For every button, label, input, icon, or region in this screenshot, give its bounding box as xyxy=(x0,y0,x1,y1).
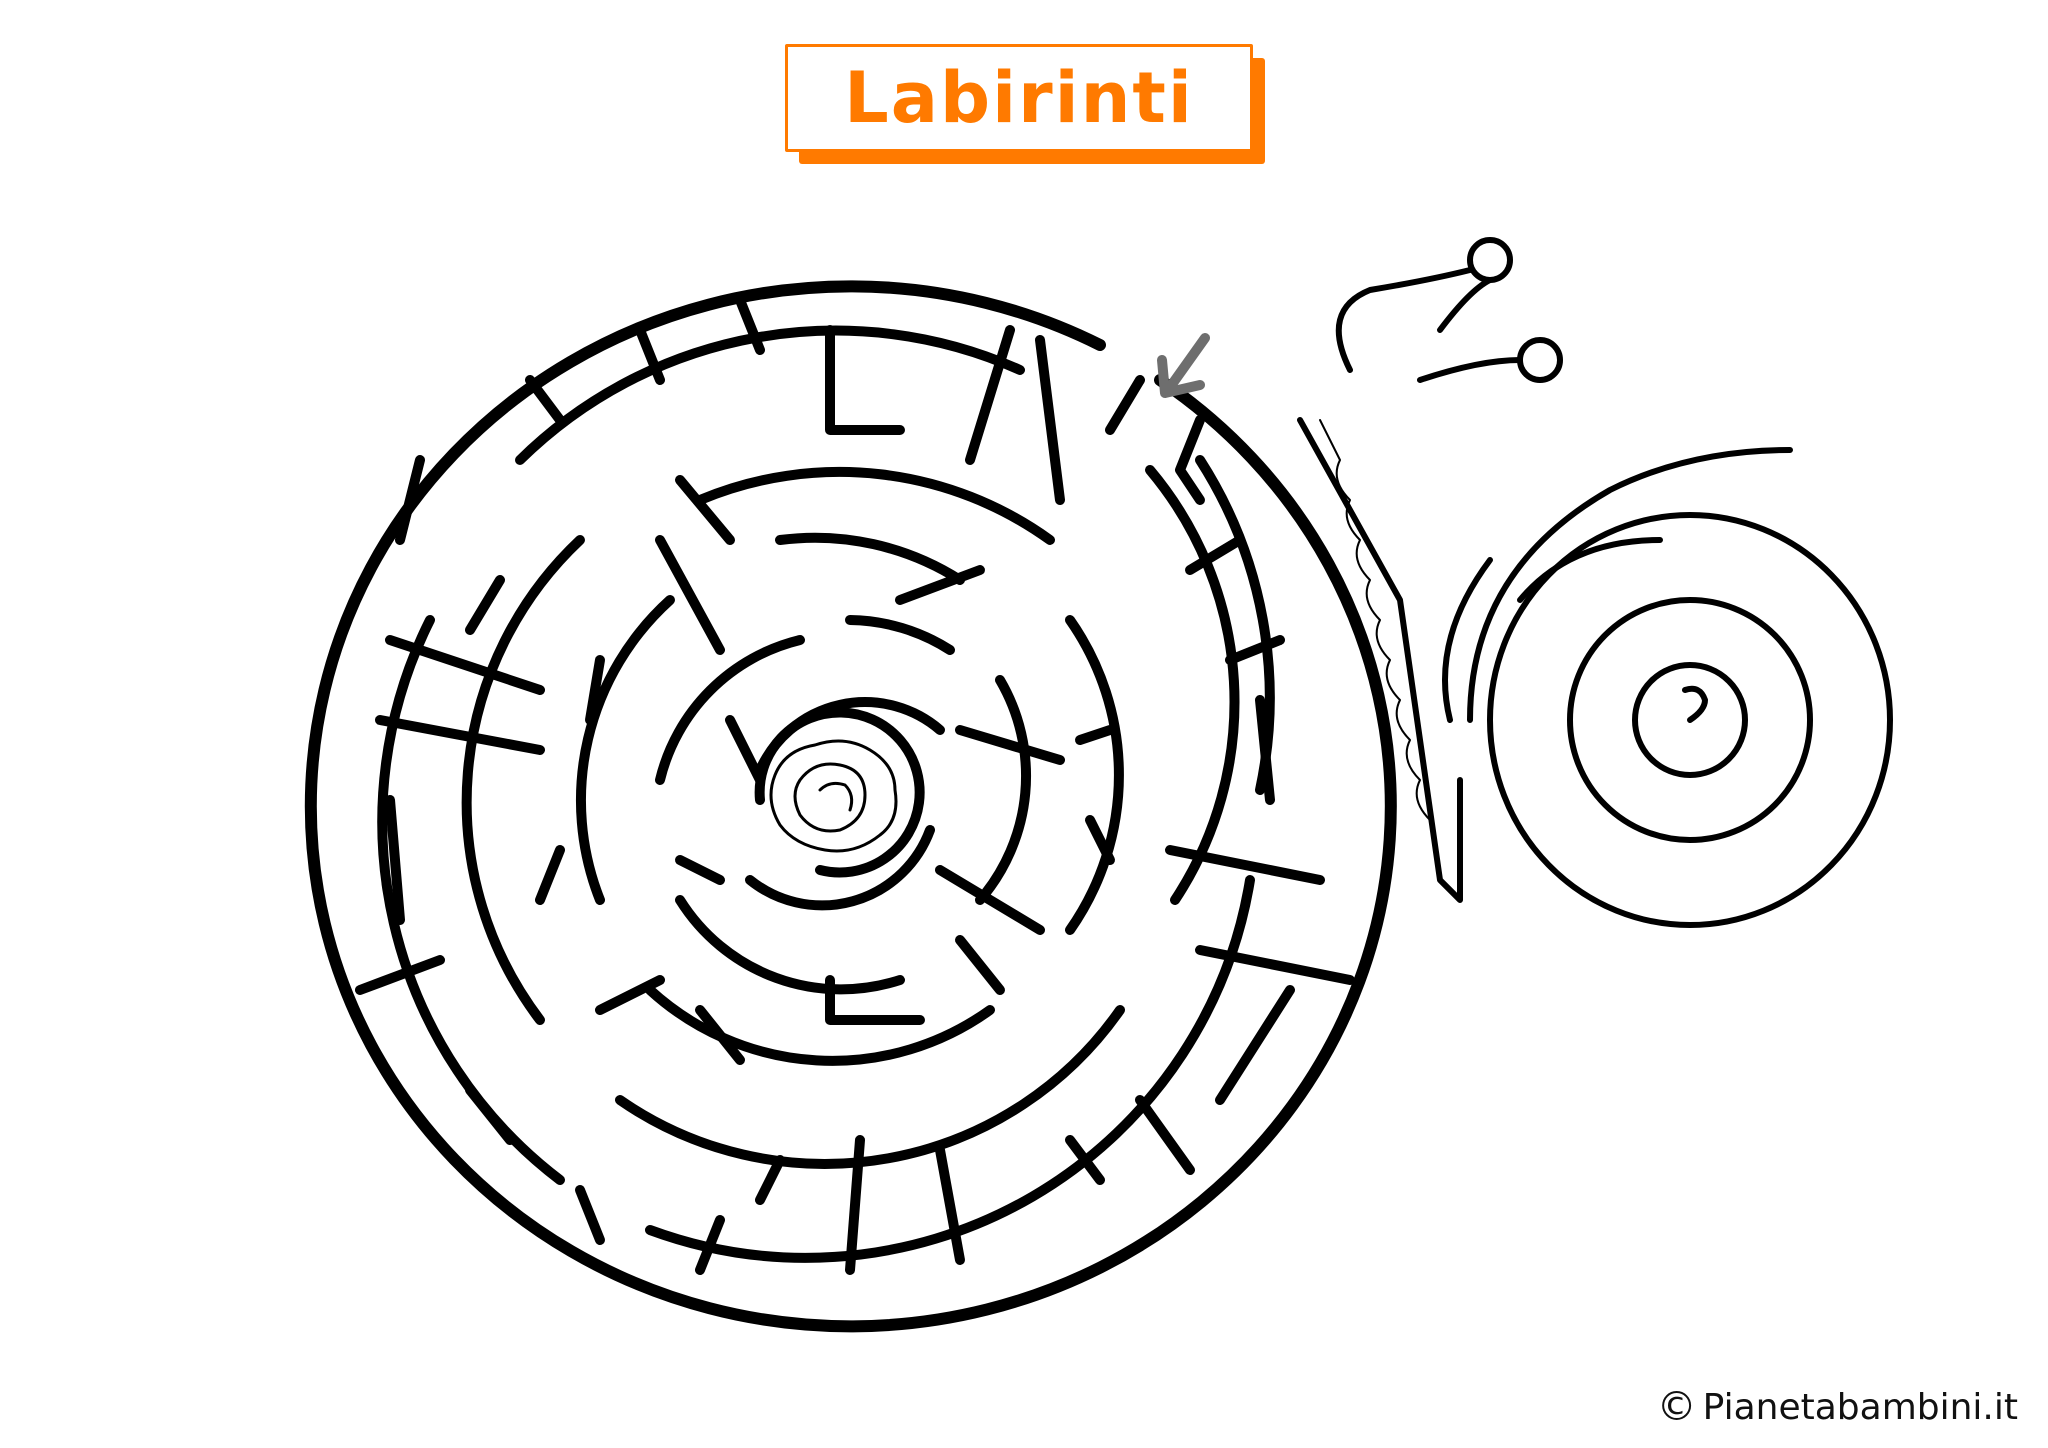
snail-icon xyxy=(1297,237,1893,928)
copyright-footer: © Pianetabambini.it xyxy=(1657,1384,2018,1430)
title-banner: Labirinti xyxy=(785,44,1265,164)
maze-center xyxy=(754,707,925,878)
snail-slime-trail xyxy=(1319,419,1431,821)
maze-spokes xyxy=(355,295,1355,1275)
page-title: Labirinti xyxy=(844,57,1194,139)
site-name[interactable]: Pianetabambini.it xyxy=(1702,1386,2018,1428)
title-box: Labirinti xyxy=(785,44,1253,152)
maze-rings xyxy=(377,325,1275,1263)
cabbage-icon xyxy=(769,739,898,853)
arrow-down-left-icon xyxy=(1157,333,1210,398)
maze-outer-wall xyxy=(304,280,1397,1333)
copyright-icon: © xyxy=(1656,1384,1697,1430)
